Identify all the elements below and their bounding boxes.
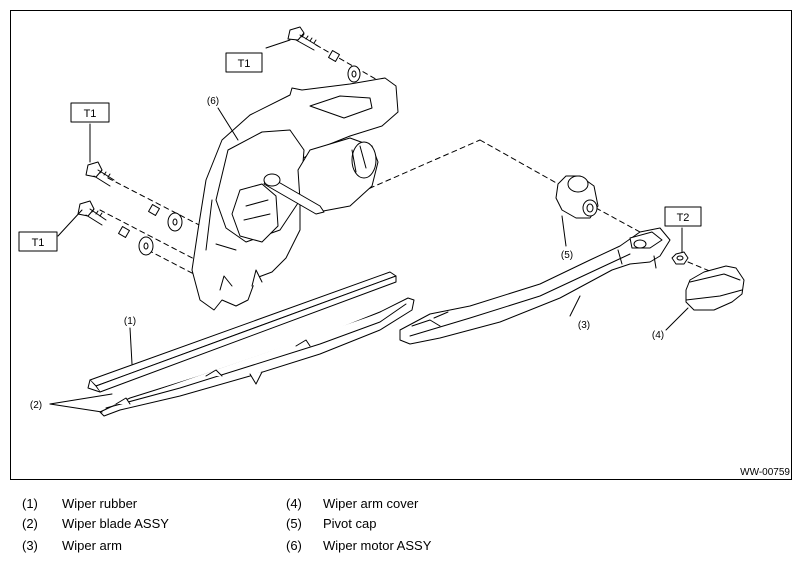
diagram-frame	[10, 10, 792, 480]
wiper-rubber	[87, 271, 397, 393]
leader-lines	[49, 39, 689, 413]
legend-text-4: Wiper arm cover	[323, 496, 419, 511]
washer-top-hole	[351, 70, 357, 78]
callout-2: (2)	[30, 400, 42, 411]
bolt-left-lower	[77, 200, 107, 226]
figure-code: WW-00759	[740, 467, 790, 478]
washer-left-upper	[167, 212, 183, 232]
legend-num-1: (1)	[22, 496, 38, 511]
legend-text-2: Wiper blade ASSY	[62, 516, 169, 531]
washer-left-lower-hole	[143, 242, 149, 250]
callout-1: (1)	[124, 316, 136, 327]
wiper-blade-assy	[99, 297, 415, 417]
exploded-diagram: T1 T1 T1 T2 (6) (1) (2) (5) (3) (4) WW-0…	[18, 26, 790, 478]
torque-box-t1-top	[225, 52, 263, 73]
legend-text-1: Wiper rubber	[62, 496, 138, 511]
wiper-motor-assy	[191, 77, 399, 311]
legend-text-6: Wiper motor ASSY	[323, 538, 432, 553]
wiper-arm-cover	[685, 265, 745, 311]
nut-top	[328, 50, 340, 62]
callout-4: (4)	[652, 330, 664, 341]
callout-5: (5)	[561, 250, 573, 261]
callout-6: (6)	[207, 96, 219, 107]
torque-box-t2	[664, 206, 702, 227]
nut-t2	[671, 251, 689, 265]
legend-num-2: (2)	[22, 516, 38, 531]
bolt-top	[287, 26, 319, 51]
torque-label-t2: T2	[677, 212, 690, 224]
torque-box-t1-left-upper	[70, 102, 110, 123]
legend-num-3: (3)	[22, 538, 38, 553]
torque-label-t1-left-lower: T1	[32, 237, 45, 249]
legend-text-5: Pivot cap	[323, 516, 377, 531]
torque-box-t1-left-lower	[18, 231, 58, 252]
bolt-left-upper	[85, 161, 115, 187]
legend-text-3: Wiper arm	[62, 538, 122, 553]
callout-3: (3)	[578, 320, 590, 331]
legend-num-4: (4)	[286, 496, 302, 511]
washer-left-upper-hole	[172, 218, 178, 226]
washer-left-lower	[138, 236, 154, 256]
wiper-arm	[399, 227, 671, 345]
torque-label-t1-left-upper: T1	[84, 108, 97, 120]
washer-top	[347, 65, 361, 83]
legend-num-5: (5)	[286, 516, 302, 531]
legend-num-6: (6)	[286, 538, 302, 553]
nut-left-upper	[148, 204, 160, 216]
pivot-cap	[555, 175, 599, 219]
torque-label-t1-top: T1	[238, 58, 251, 70]
nut-left-lower	[118, 226, 130, 238]
